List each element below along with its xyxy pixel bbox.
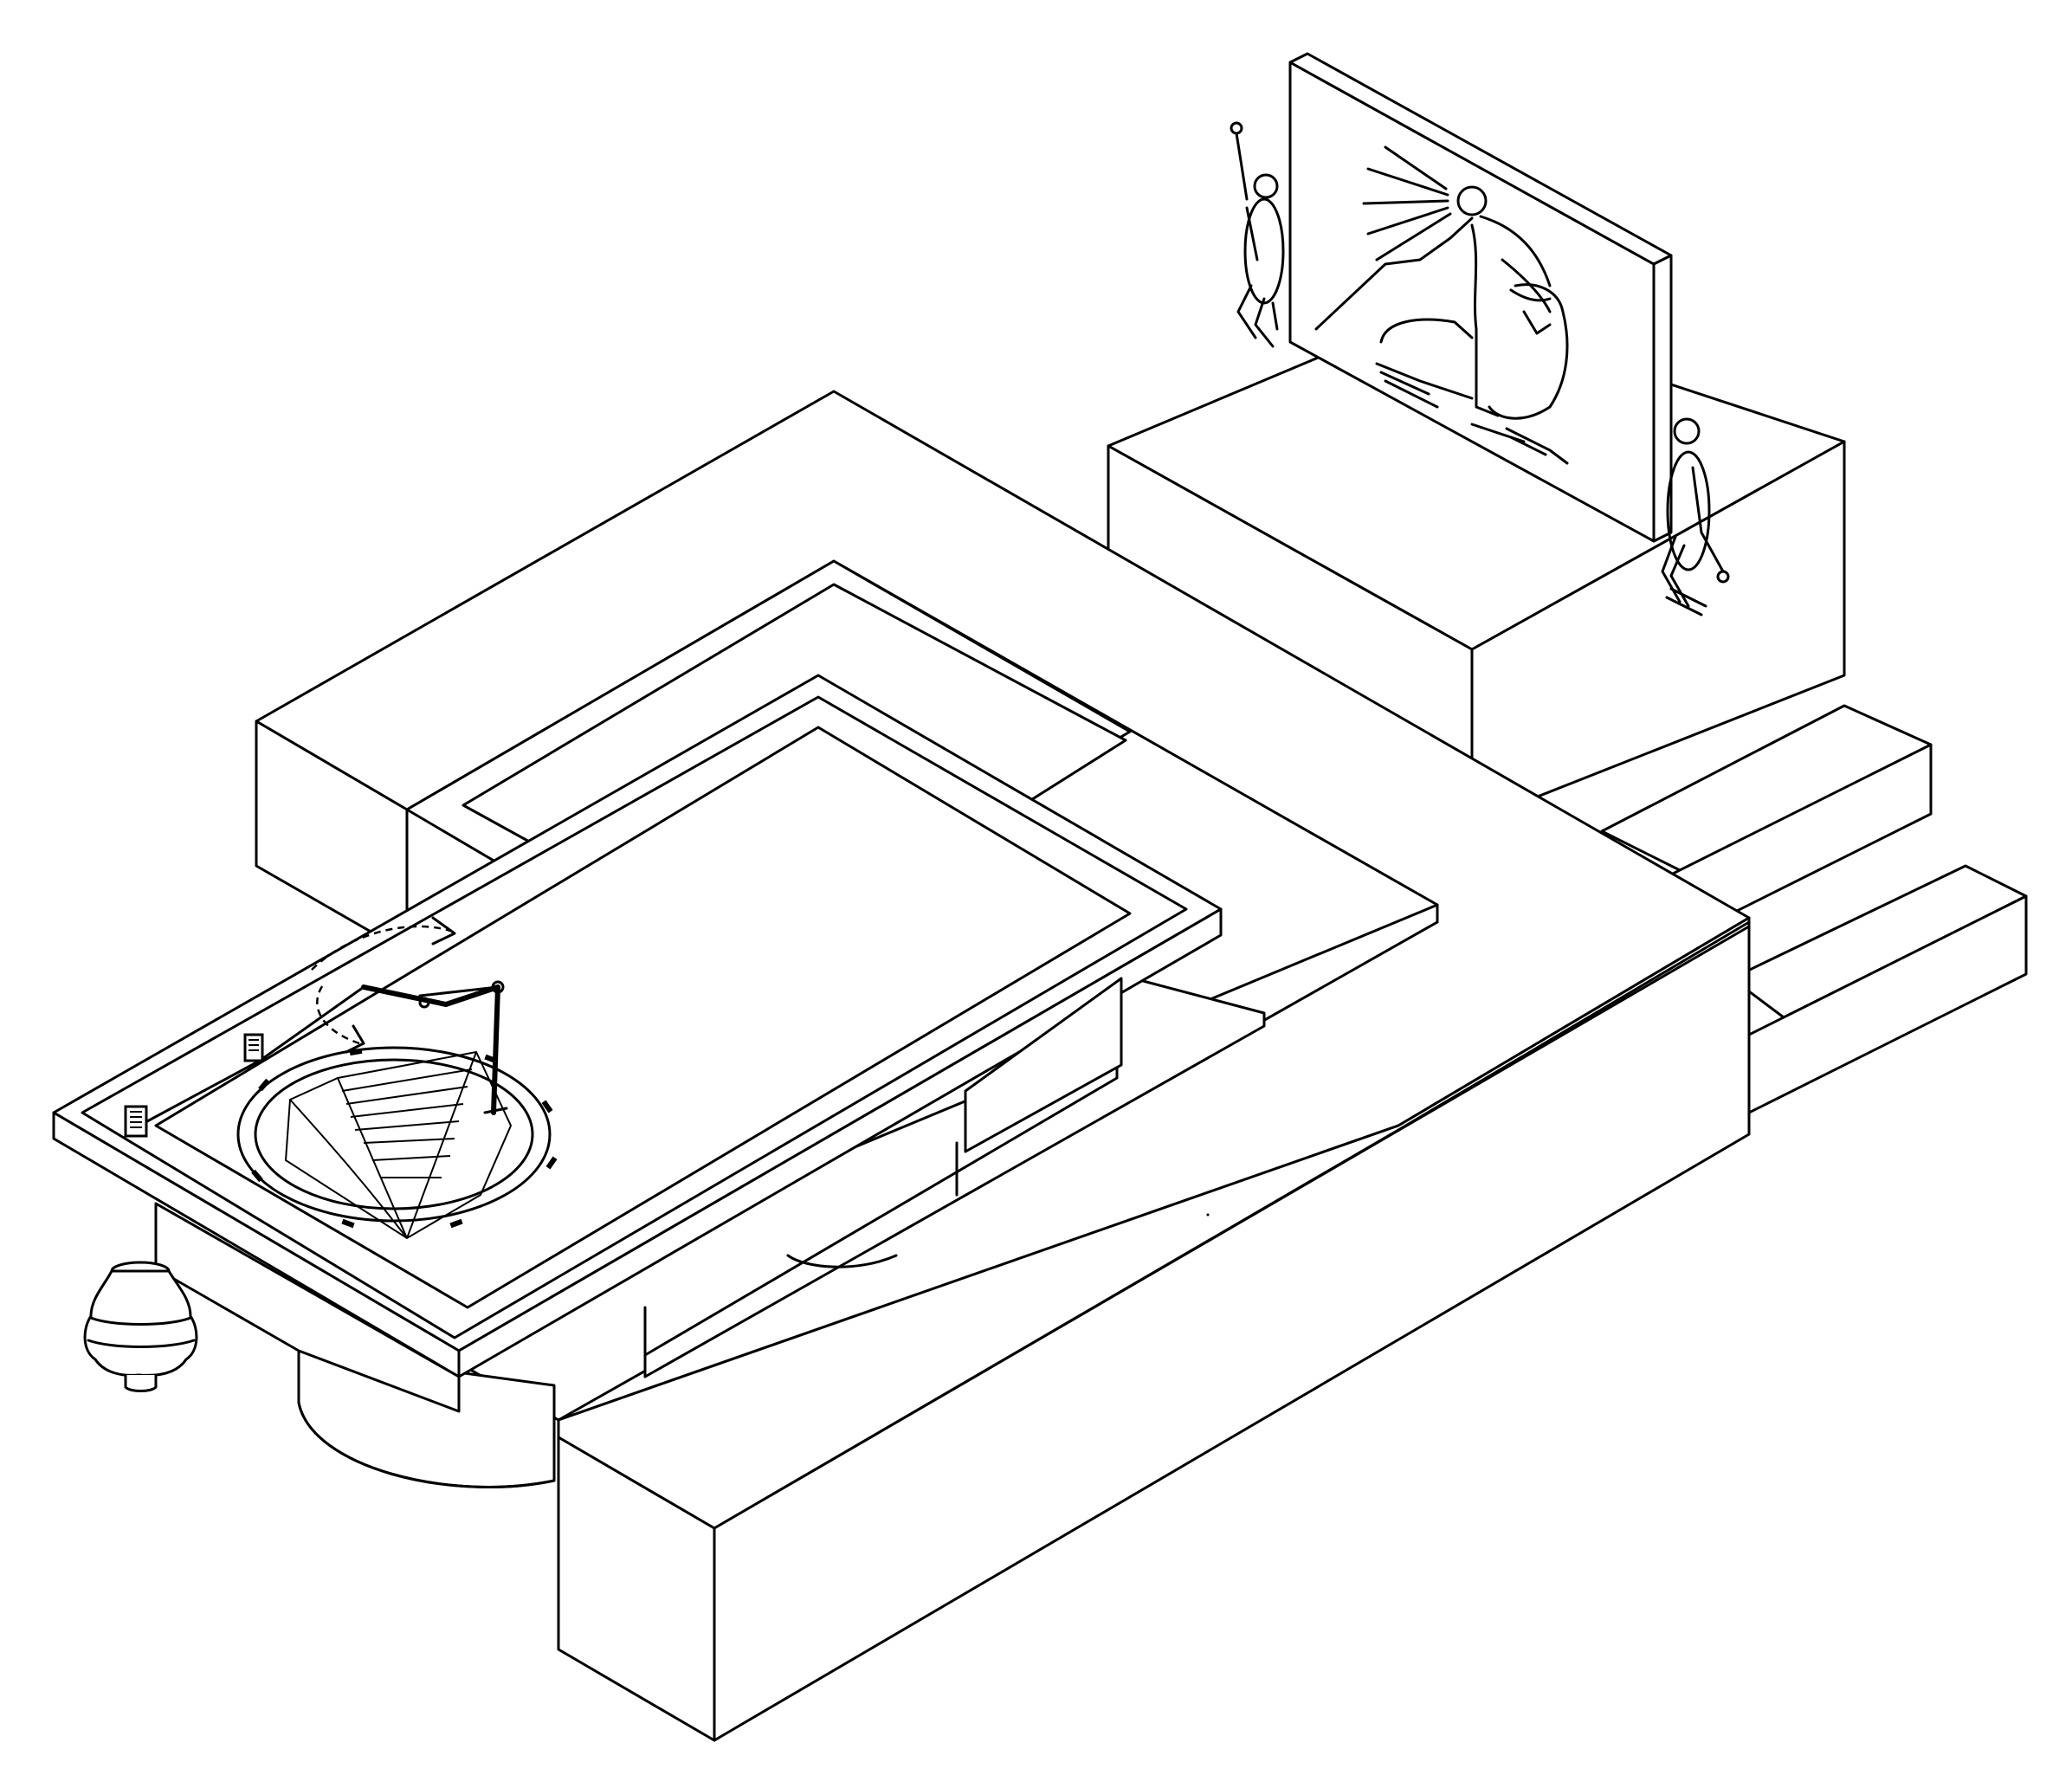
figure-right	[1661, 417, 1730, 616]
dial	[236, 1046, 558, 1240]
animal-figure-relief	[1314, 216, 1569, 465]
urn	[83, 1261, 198, 1392]
figure-left	[1230, 121, 1285, 348]
stele	[1288, 52, 1673, 543]
stele-side	[1652, 254, 1673, 543]
table-leg-side	[964, 977, 1123, 1153]
table-slab-side	[457, 907, 1223, 1378]
dial-tunnel-pattern	[284, 1050, 513, 1240]
rotation-arrow-lower	[316, 982, 360, 1045]
winding-knob-left	[124, 1105, 148, 1138]
rotation-arrow-upper	[311, 925, 451, 971]
winding-knob-right	[243, 1033, 264, 1062]
winding-mechanism	[124, 985, 365, 1138]
sun-disc-relief	[1362, 145, 1552, 287]
inner-block	[643, 972, 1266, 1378]
dial-outer-ring	[236, 1046, 552, 1223]
speck	[1206, 1213, 1210, 1217]
long-wall-side	[713, 925, 1751, 1742]
cylinder-pedestal	[297, 1254, 898, 1488]
l-shaped-base	[255, 390, 1751, 1742]
table-leg-front	[154, 1202, 461, 1413]
indicator-rod	[311, 916, 508, 1115]
